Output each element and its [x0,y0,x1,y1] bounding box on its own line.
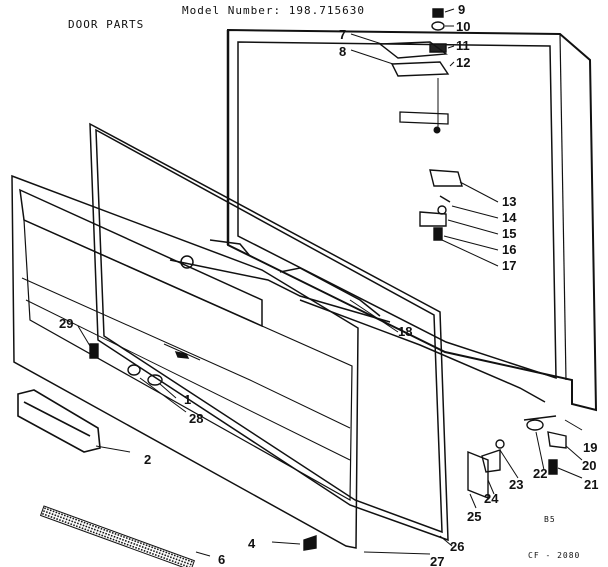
callout-numbers: 9 10 11 12 7 8 13 14 15 16 17 18 19 20 2… [59,2,598,567]
model-number-label: Model Number: 198.715630 [182,4,365,17]
outer-door-frame [226,28,598,412]
callout-12: 12 [456,55,470,70]
drawing-code: CF - 2080 [528,551,580,560]
door-grille [39,505,195,567]
callout-14: 14 [502,210,517,225]
callout-13: 13 [502,194,516,209]
top-hinge-assembly [378,8,450,130]
leader-lines [77,8,583,557]
section-title: DOOR PARTS [68,18,144,31]
callout-23: 23 [509,477,523,492]
callout-22: 22 [533,466,547,481]
lower-hinge-hardware [303,415,567,551]
callout-7: 7 [339,27,346,42]
callout-26: 26 [450,539,464,554]
callout-6: 6 [218,552,225,567]
callout-2: 2 [144,452,151,467]
callout-24: 24 [484,491,499,506]
door-liner-panel [11,174,359,549]
callout-16: 16 [502,242,516,257]
callout-10: 10 [456,19,470,34]
shelf-rail [169,239,546,403]
callout-28: 28 [189,411,203,426]
callout-21: 21 [584,477,598,492]
callout-27: 27 [430,554,444,567]
footer-code-b5: B5 [544,515,556,524]
callout-29: 29 [59,316,73,331]
callout-18: 18 [398,324,412,339]
callout-19: 19 [583,440,597,455]
latch-parts [89,343,201,386]
callout-17: 17 [502,258,516,273]
callout-1: 1 [184,392,191,407]
callout-15: 15 [502,226,516,241]
door-gasket [89,122,449,542]
callout-4: 4 [248,536,256,551]
callout-25: 25 [467,509,481,524]
callout-20: 20 [582,458,596,473]
bottom-hinge-assembly [419,169,463,241]
door-handle [17,389,101,453]
callout-9: 9 [458,2,465,17]
callout-8: 8 [339,44,346,59]
callout-11: 11 [456,38,470,53]
